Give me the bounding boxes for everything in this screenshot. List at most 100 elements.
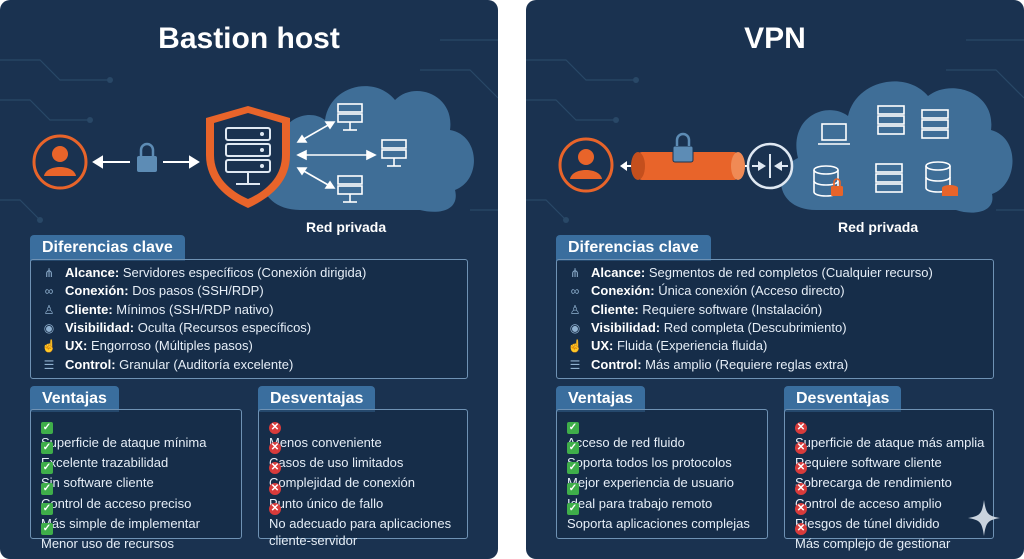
difference-value: Mínimos (SSH/RDP nativo) xyxy=(116,301,274,317)
advantage-item: ✓Más simple de implementar xyxy=(41,497,241,532)
cross-icon: ✕ xyxy=(795,422,807,434)
cloud-icon xyxy=(781,81,1013,213)
vpn-gateway-icon xyxy=(746,142,794,190)
difference-value: Fluida (Experiencia fluida) xyxy=(617,338,768,354)
key-difference-row: ☝UX: Fluida (Experiencia fluida) xyxy=(567,337,768,355)
difference-value: Requiere software (Instalación) xyxy=(642,301,823,317)
circuit-background xyxy=(526,39,1024,223)
cross-icon: ✕ xyxy=(269,462,281,475)
list-icon: ☰ xyxy=(569,357,581,372)
check-icon: ✓ xyxy=(567,502,579,515)
disadvantage-item: ✕Más complejo de gestionar xyxy=(795,517,993,552)
hand-pointer-icon: ☝ xyxy=(41,339,57,354)
advantages-box: ✓Acceso de red fluido✓Soporta todos los … xyxy=(556,409,768,539)
difference-key: Visibilidad: xyxy=(65,319,135,335)
disadvantage-item: ✕Complejidad de conexión xyxy=(269,456,467,491)
disadvantage-item: ✕Casos de uso limitados xyxy=(269,436,467,471)
advantage-text: Menor uso de recursos xyxy=(41,536,174,551)
eye-icon: ◉ xyxy=(43,320,55,335)
key-difference-row: ☝ UX: Engorroso (Múltiples pasos) xyxy=(41,337,253,355)
check-icon: ✓ xyxy=(41,523,53,535)
cross-icon: ✕ xyxy=(269,502,281,515)
check-icon: ✓ xyxy=(567,462,579,475)
laptop-icon xyxy=(818,123,850,145)
difference-key: Control: xyxy=(591,356,642,372)
server-icon xyxy=(875,163,903,193)
disadvantage-text: Punto único de fallo xyxy=(269,495,384,511)
difference-value: Oculta (Recursos específicos) xyxy=(137,319,312,335)
shield-server-icon xyxy=(206,106,290,208)
advantages-box: ✓Superficie de ataque mínima✓Excelente t… xyxy=(30,409,242,551)
advantage-text: Soporta todos los protocolos xyxy=(567,455,732,471)
disadvantage-item: ✕Sobrecarga de rendimiento xyxy=(795,456,993,491)
user-icon: ♙ xyxy=(43,302,55,317)
private-network-label: Red privada xyxy=(306,219,387,235)
hierarchy-icon: ⋔ xyxy=(43,266,55,280)
advantage-item: ✓Acceso de red fluido xyxy=(567,416,767,451)
difference-key: Cliente: xyxy=(591,301,639,317)
advantage-item: ✓Sin software cliente xyxy=(41,456,241,491)
advantage-text: Mejor experiencia de usuario xyxy=(567,475,734,491)
advantage-item: ✓Mejor experiencia de usuario xyxy=(567,456,767,491)
lock-icon xyxy=(831,178,843,196)
difference-key: Conexión: xyxy=(65,283,129,299)
cross-icon: ✕ xyxy=(795,442,807,455)
difference-key: Alcance: xyxy=(591,265,646,280)
difference-key: Control: xyxy=(65,356,116,372)
disadvantage-item: ✕No adecuado para aplicaciones cliente-s… xyxy=(269,497,467,549)
private-network-label: Red privada xyxy=(838,219,919,235)
difference-key: Conexión: xyxy=(591,283,655,299)
difference-value: Dos pasos (SSH/RDP) xyxy=(132,283,264,299)
disadvantages-heading: Desventajas xyxy=(258,386,376,412)
lock-icon xyxy=(137,142,157,172)
disadvantage-text: Riesgos de túnel dividido xyxy=(795,515,940,531)
check-icon: ✓ xyxy=(567,482,579,495)
difference-key: Alcance: xyxy=(65,265,120,280)
check-icon: ✓ xyxy=(41,462,53,475)
key-difference-row: ♙ Cliente: Requiere software (Instalación… xyxy=(567,301,823,319)
cloud-icon xyxy=(262,86,474,212)
advantages-heading: Ventajas xyxy=(30,386,119,412)
key-differences-heading: Diferencias clave xyxy=(556,235,711,261)
disadvantage-text: Requiere software cliente xyxy=(795,455,942,471)
check-icon: ✓ xyxy=(567,422,579,434)
difference-key: UX: xyxy=(65,338,88,354)
server-icon xyxy=(337,103,407,203)
page-title: Bastion host xyxy=(158,22,340,55)
link-icon: ∞ xyxy=(570,284,580,299)
disadvantage-item: ✕Control de acceso amplio xyxy=(795,477,993,512)
key-difference-row: ◉ Visibilidad: Oculta (Recursos específic… xyxy=(41,319,311,337)
bastion-diagram xyxy=(32,86,474,212)
disadvantage-text: Menos conveniente xyxy=(269,435,382,450)
lock-icon xyxy=(672,132,694,163)
check-icon: ✓ xyxy=(41,502,53,515)
advantage-text: Control de acceso preciso xyxy=(41,495,192,511)
advantage-text: Ideal para trabajo remoto xyxy=(567,495,713,511)
check-icon: ✓ xyxy=(41,482,53,495)
user-icon xyxy=(558,137,614,193)
difference-value: Red completa (Descubrimiento) xyxy=(663,319,847,335)
advantage-item: ✓Ideal para trabajo remoto xyxy=(567,477,767,512)
disadvantage-item: ✕Requiere software cliente xyxy=(795,436,993,471)
vpn-panel: VPN xyxy=(526,0,1024,559)
cross-icon: ✕ xyxy=(795,482,807,495)
advantage-text: Más simple de implementar xyxy=(41,515,200,531)
key-differences-box: ⋔Alcance: Servidores específicos (Conexi… xyxy=(30,259,468,379)
server-icon xyxy=(877,105,905,135)
difference-value: Engorroso (Múltiples pasos) xyxy=(91,338,253,354)
cross-icon: ✕ xyxy=(795,502,807,515)
advantage-item: ✓Excelente trazabilidad xyxy=(41,436,241,471)
cross-icon: ✕ xyxy=(269,482,281,495)
key-difference-row: ∞ Conexión: Dos pasos (SSH/RDP) xyxy=(41,282,264,300)
link-icon: ∞ xyxy=(44,284,54,299)
sparkle-icon xyxy=(968,500,1000,536)
user-icon xyxy=(32,134,88,190)
user-icon: ♙ xyxy=(569,302,581,317)
disadvantage-item: ✕Superficie de ataque más amplia xyxy=(795,416,993,451)
disadvantage-item: ✕Riesgos de túnel dividido xyxy=(795,497,993,532)
advantage-item: ✓Soporta todos los protocolos xyxy=(567,436,767,471)
disadvantage-text: Superficie de ataque más amplia xyxy=(795,435,985,450)
key-differences-heading: Diferencias clave xyxy=(30,235,185,261)
disadvantage-item: ✕Menos conveniente xyxy=(269,416,467,451)
disadvantage-text: Casos de uso limitados xyxy=(269,455,404,471)
